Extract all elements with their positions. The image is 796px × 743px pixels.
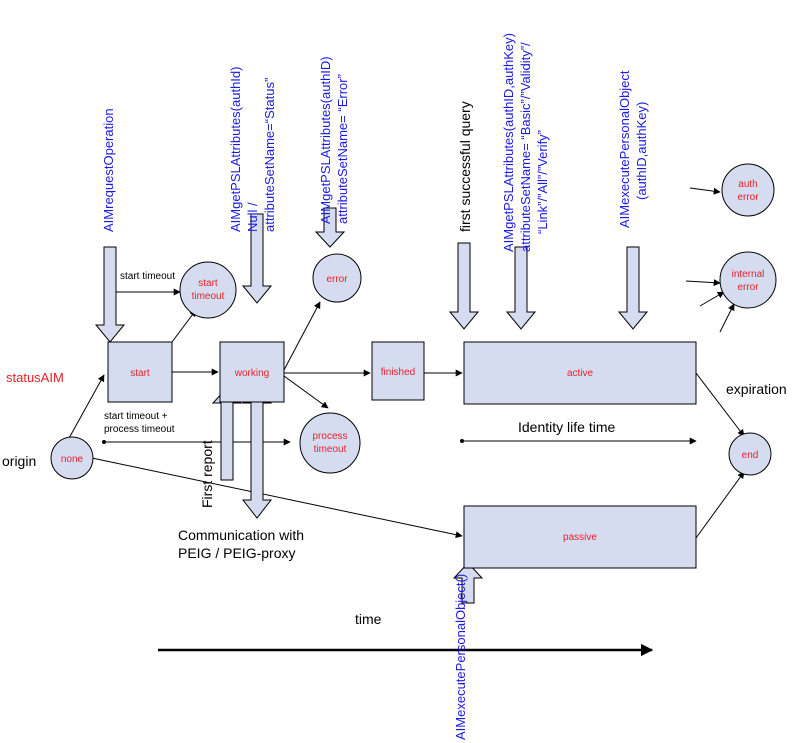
state-process-timeout-l2: timeout	[314, 444, 347, 455]
state-finished-label: finished	[381, 367, 415, 378]
state-auth-error-l1: auth	[738, 179, 757, 190]
arrow-get-attrs	[505, 246, 537, 330]
arrow-execute	[617, 246, 649, 330]
origin-label: origin	[2, 453, 36, 469]
state-active	[463, 341, 697, 405]
op-execute-passive-label: AIMexecutePersonalObject()	[453, 574, 468, 740]
op-get-error-l1: AIMgetPSLAttributes(authID)	[318, 56, 333, 224]
connectors	[67, 187, 745, 657]
state-finished	[371, 341, 425, 401]
edge-start-starttimeout	[171, 309, 197, 343]
edge-working-error	[283, 301, 321, 371]
op-get-attrs-l1: AIMgetPSLAttributes(authID,authKey)	[501, 33, 516, 252]
status-aim-label: statusAIM	[6, 370, 64, 385]
op-get-attrs-l2: attributeSetName= “Basic”/”Validity”/	[518, 42, 533, 252]
edge-internal-error-2	[699, 291, 725, 307]
state-none-label: none	[61, 454, 84, 465]
communication-l2: PEIG / PEIG-proxy	[178, 545, 295, 561]
op-get-status-l2: Null /	[245, 202, 260, 232]
op-get-status-l1: AIMgetPSLAttributes(authId)	[228, 67, 243, 232]
state-passive	[463, 505, 697, 569]
state-boxes: start working finished active passive	[107, 341, 697, 569]
rotated-labels: AIMrequestOperation AIMgetPSLAttributes(…	[101, 33, 649, 740]
op-request-label: AIMrequestOperation	[101, 108, 116, 232]
horizontal-labels: statusAIM origin expiration Identity lif…	[2, 271, 787, 627]
op-get-attrs-l3: “Link”/”All”/”Verify”	[535, 130, 550, 234]
arrow-first-query	[448, 242, 480, 330]
arrow-communication	[241, 387, 273, 519]
edge-none-passive	[91, 457, 463, 539]
state-circles: none end start timeout error process tim…	[50, 163, 777, 480]
arrow-get-error	[314, 207, 346, 248]
state-auth-error	[721, 163, 775, 217]
edge-active-end	[695, 372, 745, 437]
op-get-error-l2: attributeSetName= “Error”	[335, 74, 350, 224]
state-start-timeout-l2: timeout	[192, 291, 225, 302]
op-execute-l1: AIMexecutePersonalObject	[617, 70, 632, 228]
state-passive-label: passive	[563, 532, 597, 543]
communication-l1: Communication with	[178, 527, 304, 543]
first-query-label: first successful query	[457, 101, 473, 232]
state-working-label: working	[234, 368, 269, 379]
edge-working-processtimeout	[283, 375, 329, 409]
state-error	[312, 253, 362, 303]
start-process-timeout-l2: process timeout	[104, 424, 175, 435]
arrow-get-status	[241, 213, 273, 304]
edge-internal-error-1	[685, 279, 721, 287]
arrow-request-start	[94, 246, 126, 343]
state-none	[50, 436, 94, 480]
edge-passive-end	[695, 471, 745, 539]
state-end-label: end	[742, 450, 759, 461]
state-auth-error-l2: error	[737, 192, 759, 203]
state-error-label: error	[326, 274, 348, 285]
identity-life-time-label: Identity life time	[518, 419, 615, 435]
state-start-timeout	[179, 261, 237, 319]
state-start-label: start	[130, 368, 150, 379]
state-end	[728, 432, 772, 476]
state-internal-error-l2: error	[737, 282, 759, 293]
block-arrows	[94, 207, 649, 604]
start-process-timeout-l1: start timeout +	[104, 411, 168, 422]
state-internal-error	[719, 251, 777, 309]
state-start-timeout-l1: start	[198, 278, 218, 289]
edge-auth-error	[689, 187, 721, 195]
state-internal-error-l1: internal	[732, 269, 765, 280]
time-label: time	[355, 611, 382, 627]
state-process-timeout	[299, 412, 361, 474]
start-timeout-edge-label: start timeout	[120, 271, 175, 282]
state-working	[219, 341, 285, 403]
state-start	[107, 341, 173, 403]
op-execute-l2: (authID,authKey)	[634, 102, 649, 200]
state-active-label: active	[567, 368, 594, 379]
first-report-label: First report	[199, 440, 215, 508]
edge-internal-error-3	[719, 303, 735, 333]
op-get-status-l3: attributeSetName=“Status”	[262, 78, 277, 232]
edge-none-start	[67, 374, 105, 441]
state-process-timeout-l1: process	[312, 431, 347, 442]
expiration-label: expiration	[726, 381, 787, 397]
